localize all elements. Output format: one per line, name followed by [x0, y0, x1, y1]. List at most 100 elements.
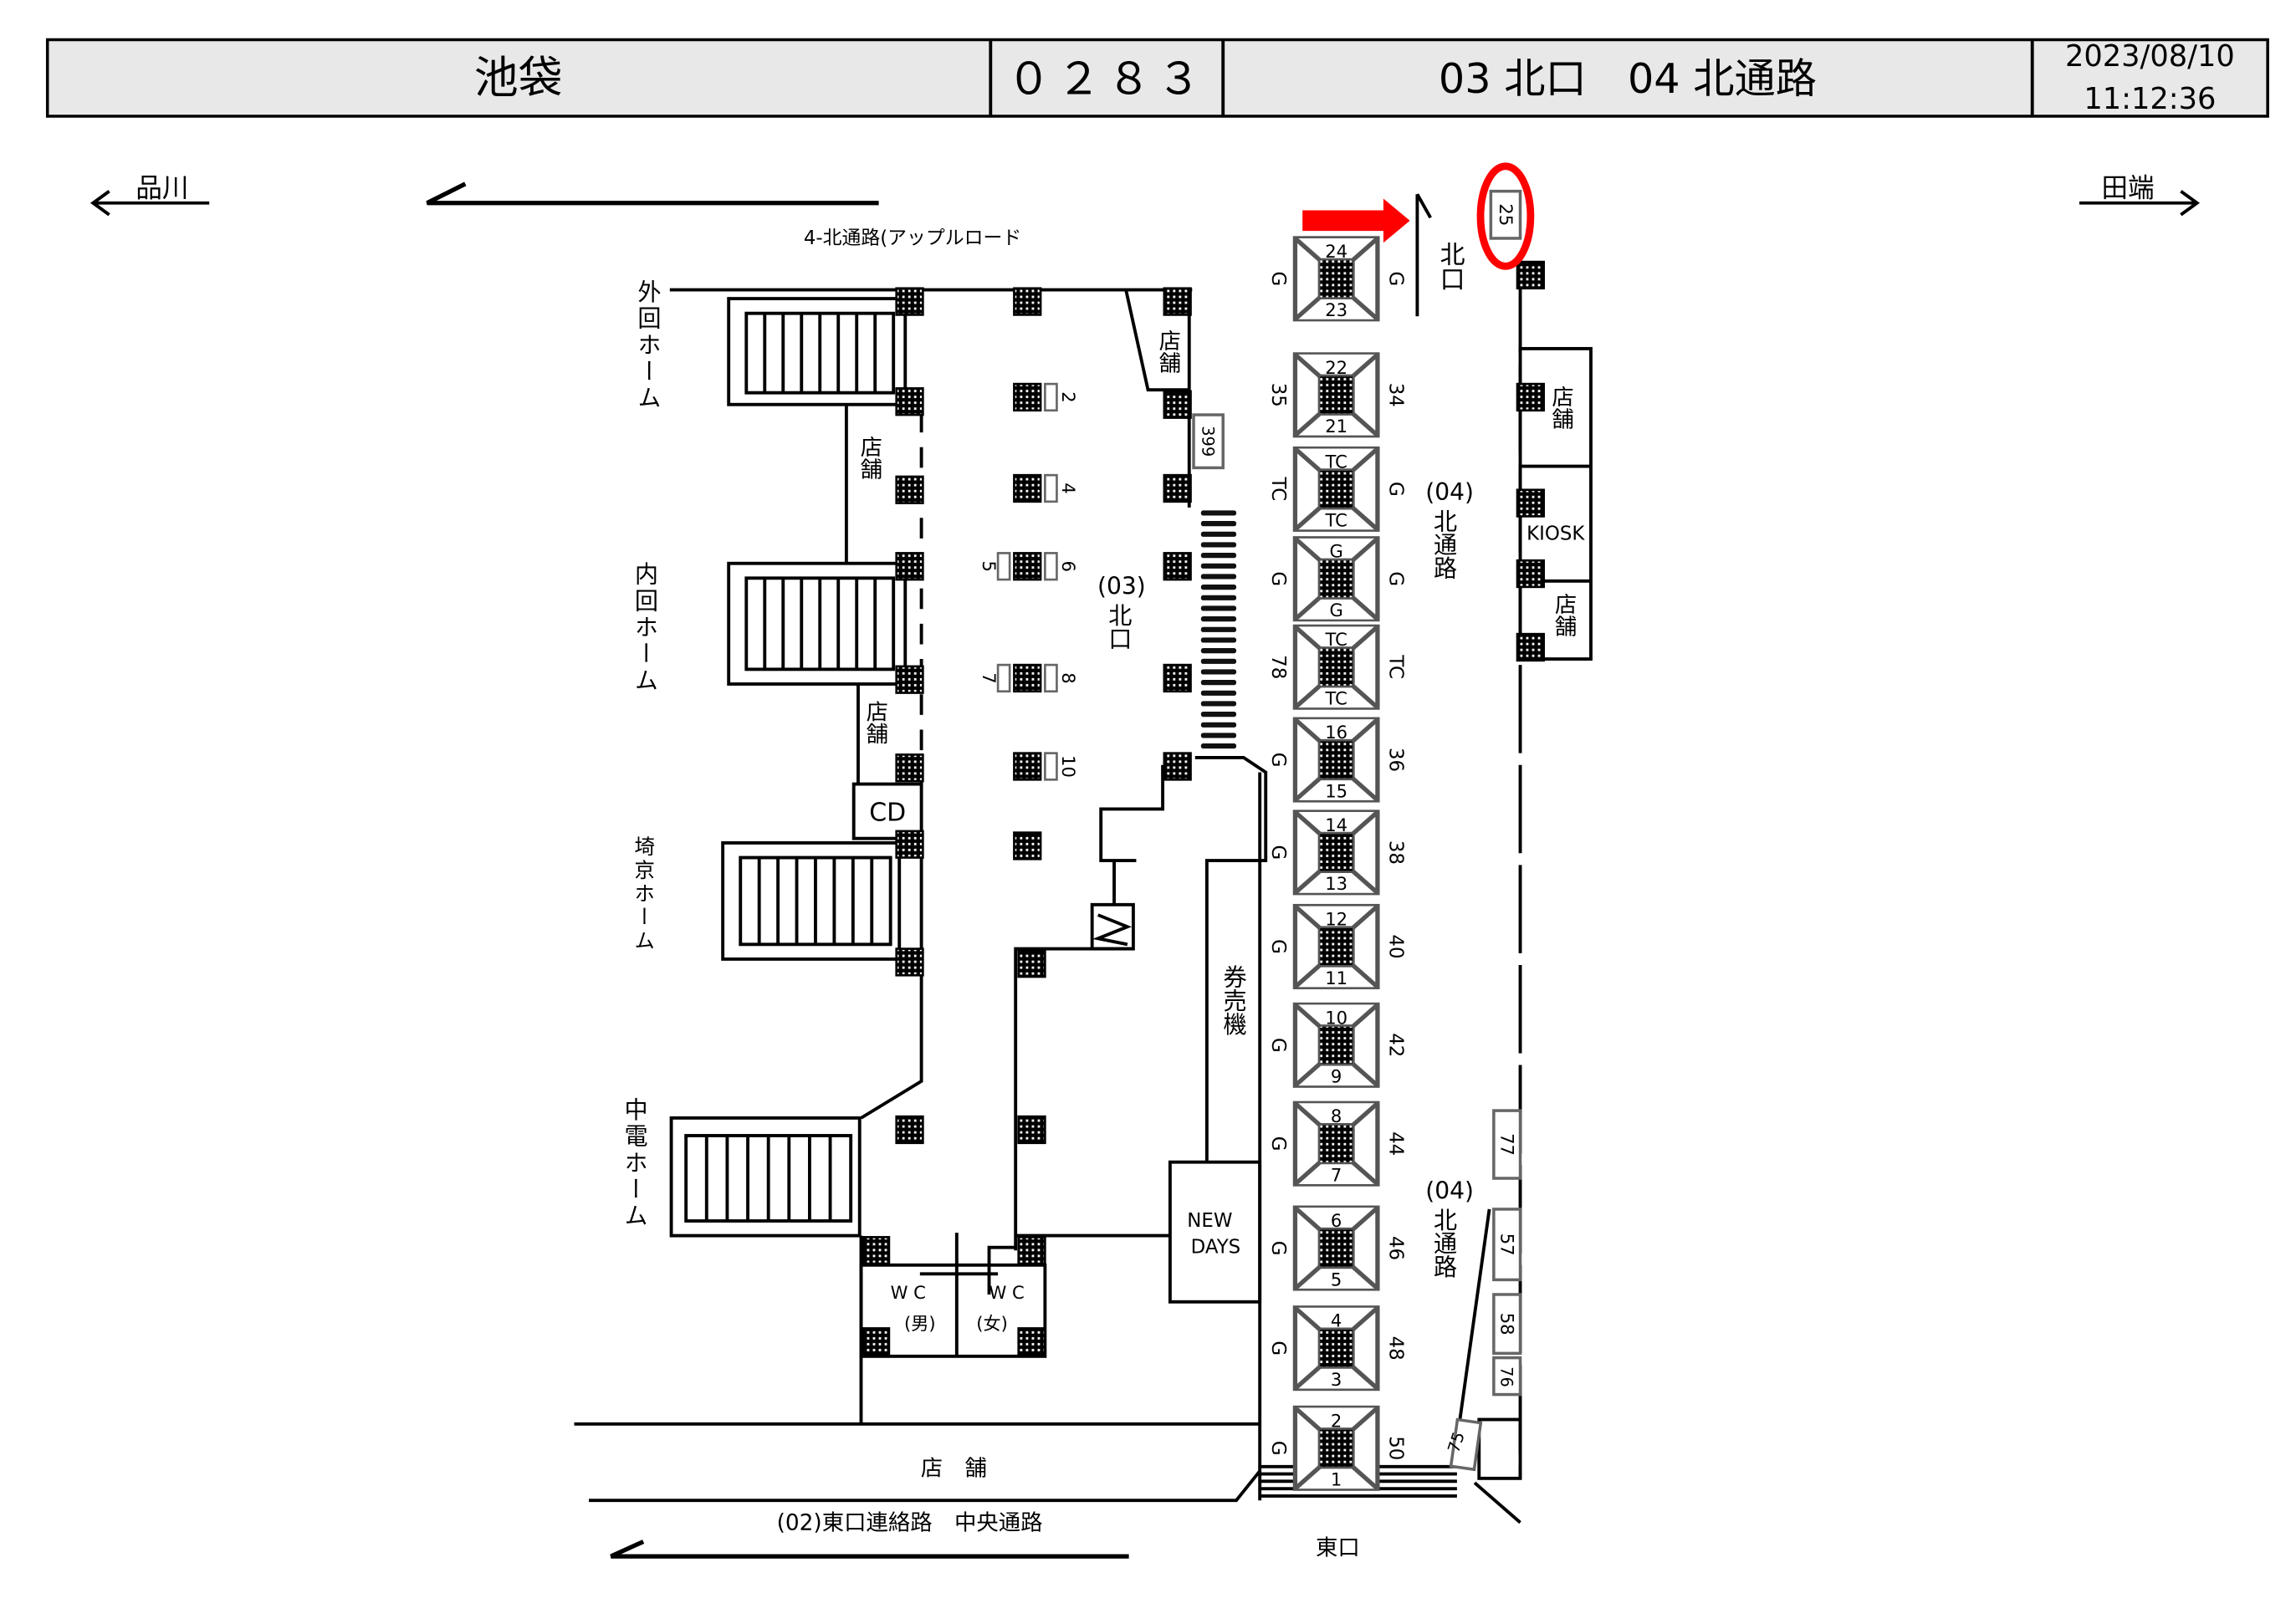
- stair-tread: [1200, 701, 1237, 707]
- pillar: [1013, 552, 1042, 581]
- ad-box-25[interactable]: 25: [1489, 189, 1522, 240]
- pillar: [1163, 390, 1192, 419]
- gate-bottom-label: 13: [1325, 873, 1347, 894]
- pillar-number-tag[interactable]: 4: [1044, 473, 1079, 503]
- stair-tread: [1200, 680, 1237, 686]
- gate-right-label: G: [1385, 482, 1407, 497]
- direction-right: 田端: [2079, 174, 2200, 217]
- shop-label-1: 店舗: [856, 436, 882, 480]
- ad-box-76[interactable]: 76: [1492, 1356, 1522, 1397]
- gate-right-label: 46: [1385, 1236, 1407, 1260]
- gate-left-label: G: [1267, 939, 1289, 954]
- gate-machine: [1320, 560, 1353, 598]
- stair-tread: [1200, 563, 1237, 569]
- ad-box-57[interactable]: 57: [1492, 1208, 1522, 1282]
- gate-left-label: G: [1267, 1136, 1289, 1152]
- pillar-number-tag[interactable]: 8: [1044, 663, 1079, 693]
- apple-road-label: 4-北通路(アップルロード: [804, 227, 1021, 249]
- pillar: [1163, 752, 1192, 781]
- wc-men-sub: (男): [904, 1313, 936, 1334]
- pillar-number-tag[interactable]: 2: [1044, 382, 1079, 412]
- pillar: [1013, 831, 1042, 861]
- wc-men-label: W C: [891, 1282, 926, 1303]
- pillar-number: 4: [1058, 483, 1079, 493]
- gate-machine: [1320, 1125, 1353, 1162]
- pillar-number: 5: [979, 561, 1000, 572]
- direction-left-label: 品川: [136, 174, 188, 204]
- ad-box-label: 77: [1497, 1133, 1518, 1156]
- pillar: [1013, 287, 1042, 316]
- stair-tread: [1200, 542, 1237, 548]
- pillar: [895, 665, 924, 694]
- pillar-number-tag[interactable]: 5: [979, 552, 1011, 581]
- gate-top-label: 8: [1331, 1106, 1342, 1126]
- pillar: [1013, 473, 1042, 503]
- shop-label-4: 店舗: [1547, 386, 1573, 430]
- east-passage-label: (02)東口連絡路 中央通路: [777, 1510, 1043, 1535]
- gate-right-label: 44: [1385, 1131, 1407, 1156]
- pillar: [1516, 260, 1546, 290]
- stair-tread: [1200, 510, 1237, 516]
- ad-box-label: 58: [1497, 1313, 1518, 1335]
- stair-tread: [1200, 733, 1237, 738]
- pillar: [1163, 287, 1192, 316]
- passage-arrow-bottom: [610, 1540, 1129, 1559]
- ad-box-399[interactable]: 399: [1192, 413, 1225, 470]
- kiosk-label: KIOSK: [1526, 523, 1585, 545]
- pillar: [861, 1236, 891, 1265]
- n04-name-2: 北通路: [1430, 1208, 1458, 1278]
- gate-left-label: G: [1267, 753, 1289, 768]
- ad-box-77[interactable]: 77: [1492, 1109, 1522, 1180]
- gate-top-label: TC: [1324, 629, 1347, 650]
- pillar-number: 7: [979, 672, 1000, 683]
- stair-tread: [1200, 722, 1237, 728]
- stair-tread: [1200, 585, 1237, 590]
- gate-bottom-label: 11: [1325, 968, 1347, 988]
- gate-machine: [1320, 1330, 1353, 1367]
- gate-top-label: G: [1329, 541, 1342, 562]
- gate-bottom-label: 3: [1331, 1369, 1342, 1390]
- station-code: ０２８３: [1007, 54, 1207, 105]
- gate-right-label: TC: [1385, 654, 1407, 679]
- direction-left: 品川: [89, 174, 210, 217]
- stair-tread: [1200, 553, 1237, 559]
- n04-name-1: 北通路: [1430, 509, 1458, 580]
- pillar-number-tag[interactable]: 6: [1044, 552, 1079, 581]
- gate-bottom-label: 9: [1331, 1066, 1342, 1087]
- pillar-number-tag[interactable]: 10: [1044, 752, 1079, 781]
- gate-machine: [1320, 1429, 1353, 1467]
- ad-box-75[interactable]: 75: [1442, 1417, 1483, 1472]
- gate-top-label: 14: [1325, 815, 1347, 835]
- east-exit-label: 東口: [1316, 1535, 1360, 1560]
- stair-tread: [1200, 574, 1237, 580]
- pillar: [1017, 1327, 1046, 1356]
- pillar: [1516, 382, 1546, 412]
- ad-box-58[interactable]: 58: [1492, 1293, 1522, 1356]
- ad-box-label: 57: [1497, 1233, 1518, 1256]
- header-bar: 池袋 ０２８３ 03 北口 04 北通路 2023/08/10 11:12:36: [45, 38, 2269, 118]
- gate-machine: [1320, 260, 1353, 298]
- stair-tread: [1200, 669, 1237, 675]
- date-text: 2023/08/10: [2065, 39, 2235, 74]
- outer-platform-label: 外回ホーム: [634, 279, 662, 412]
- gate-left-label: G: [1267, 1441, 1289, 1456]
- ticket-machine-label: 券売機: [1220, 965, 1247, 1036]
- pillar-number-tag[interactable]: 7: [979, 663, 1011, 693]
- gate-left-label: 78: [1267, 655, 1289, 679]
- gate-top-label: 22: [1325, 357, 1347, 378]
- gate-bottom-label: 23: [1325, 299, 1347, 320]
